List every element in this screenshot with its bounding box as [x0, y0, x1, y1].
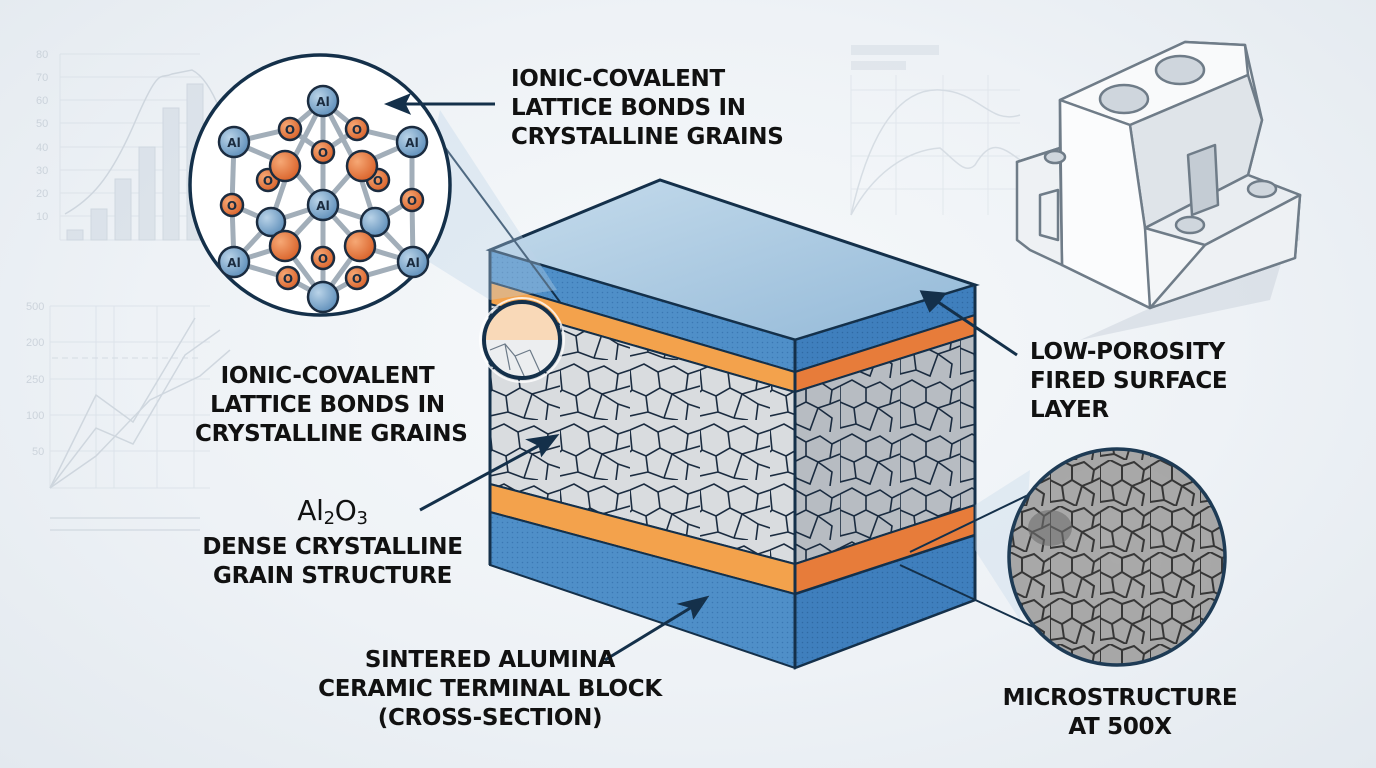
svg-text:80: 80	[36, 49, 48, 61]
svg-text:O: O	[352, 123, 362, 137]
callout-surface-layer: LOW-POROSITY FIRED SURFACE LAYER	[1030, 339, 1228, 423]
svg-text:30: 30	[36, 165, 48, 177]
svg-text:O: O	[318, 146, 328, 160]
svg-text:20: 20	[36, 188, 48, 200]
magnifier-lens	[410, 110, 565, 383]
svg-text:O: O	[352, 272, 362, 286]
svg-text:Al: Al	[227, 136, 240, 150]
svg-text:60: 60	[36, 95, 48, 107]
svg-text:50: 50	[36, 118, 48, 130]
svg-text:50: 50	[32, 446, 44, 458]
callout-microstructure: MICROSTRUCTURE AT 500X	[1002, 685, 1238, 740]
callout-lattice-bonds-left: IONIC-COVALENT LATTICE BONDS IN CRYSTALL…	[195, 363, 468, 447]
callout-lattice-bonds-top: IONIC-COVALENT LATTICE BONDS IN CRYSTALL…	[511, 66, 784, 150]
svg-text:Al: Al	[405, 136, 418, 150]
background-bar-chart: 80 70 60 50 40 30 20 10	[36, 49, 221, 241]
svg-text:Al: Al	[316, 199, 329, 213]
cross-section-block	[485, 178, 980, 670]
svg-text:O: O	[318, 252, 328, 266]
background-curve-chart	[850, 45, 1021, 216]
atom-al-label: Al	[316, 95, 329, 109]
atom-o-label: O	[285, 123, 295, 137]
callout-sintered-alumina: SINTERED ALUMINA CERAMIC TERMINAL BLOCK …	[318, 647, 662, 731]
svg-text:500: 500	[26, 301, 44, 313]
svg-text:O: O	[227, 199, 237, 213]
background-line-chart: 500 200 250 100 50	[26, 301, 231, 531]
svg-text:O: O	[263, 174, 273, 188]
svg-text:O: O	[407, 194, 417, 208]
lattice-bond-inset: Al Al Al Al Al Al O O O O O O O O O O	[188, 53, 452, 317]
svg-text:250: 250	[26, 374, 44, 386]
svg-text:200: 200	[26, 337, 44, 349]
svg-text:Al: Al	[227, 256, 240, 270]
formula-al2o3: Al2O3	[297, 494, 368, 529]
svg-text:70: 70	[36, 72, 48, 84]
terminal-block-illustration	[1015, 40, 1302, 340]
sem-microstructure-inset	[899, 447, 1227, 667]
svg-text:Al: Al	[406, 256, 419, 270]
svg-text:O: O	[373, 174, 383, 188]
leader-arrows	[383, 93, 1018, 662]
svg-text:100: 100	[26, 410, 44, 422]
svg-text:40: 40	[36, 142, 48, 154]
svg-text:10: 10	[36, 211, 48, 223]
svg-text:O: O	[283, 272, 293, 286]
callout-grain-structure: Al2O3 DENSE CRYSTALLINE GRAIN STRUCTURE	[200, 496, 465, 591]
